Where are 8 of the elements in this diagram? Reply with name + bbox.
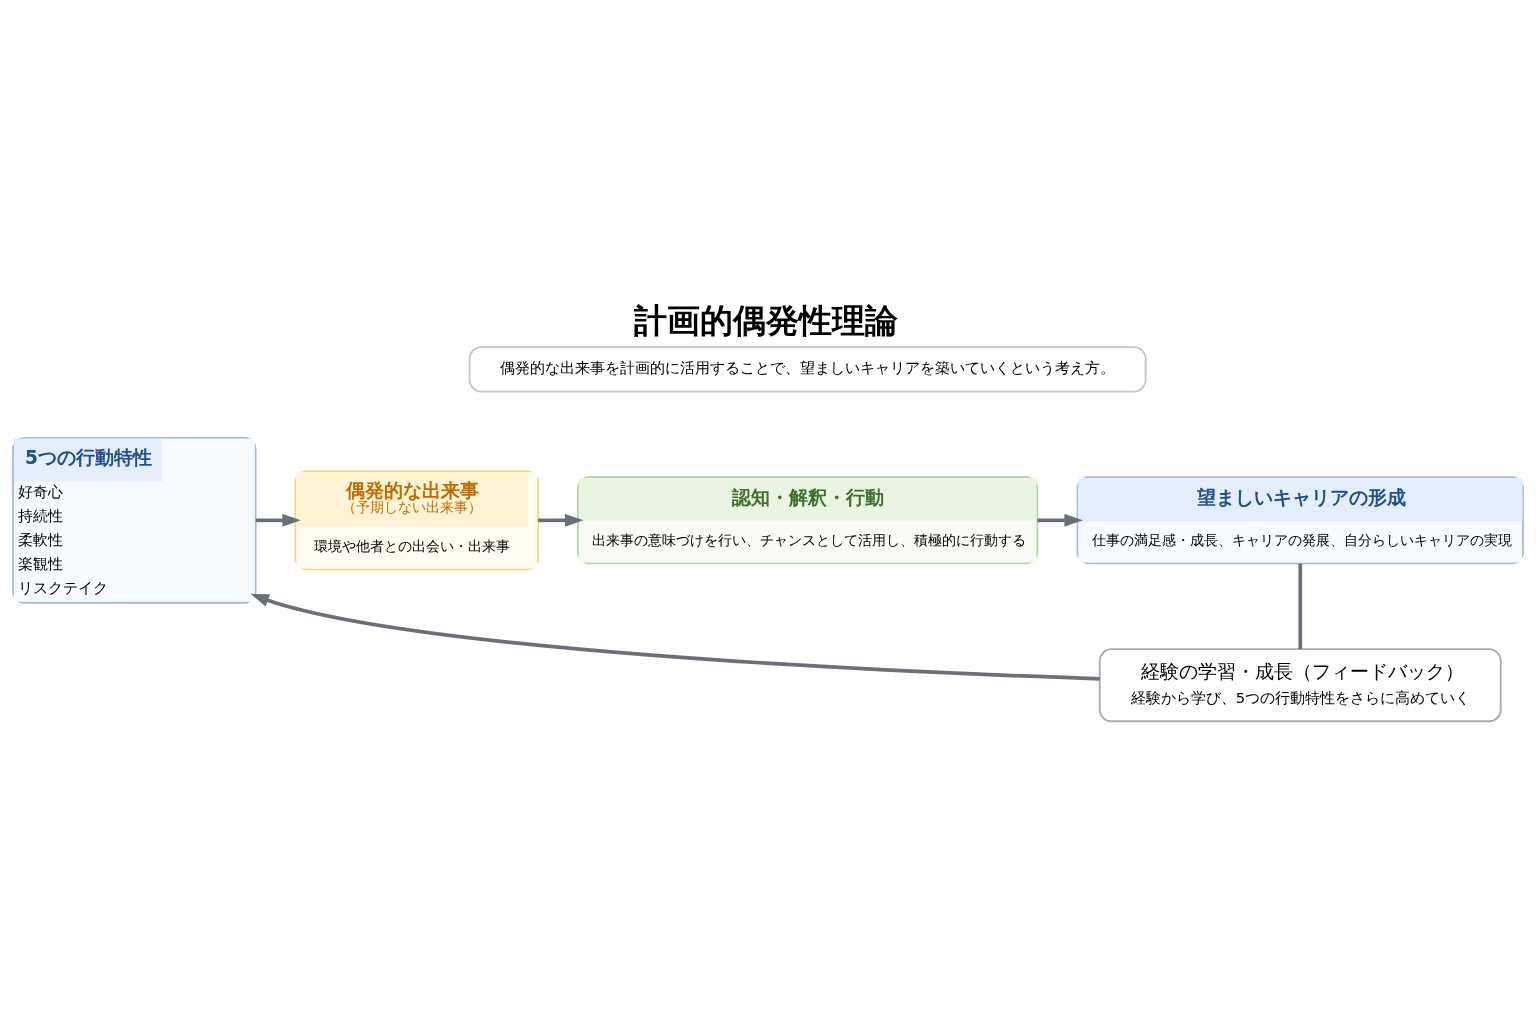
arrow	[538, 513, 584, 527]
arrow	[255, 513, 301, 527]
arrow	[1037, 513, 1083, 527]
node-box: 偶発的な出来事を計画的に活用することで、望ましいキャリアを築いていくという考え方。	[468, 346, 1147, 393]
node-box: 経験の学習・成長（フィードバック） 経験から学び、5つの行動特性をさらに高めていく	[1098, 648, 1502, 723]
arrow	[250, 593, 1100, 681]
connector	[1298, 563, 1303, 649]
diagram-title: 計画的偶発性理論	[634, 301, 899, 341]
